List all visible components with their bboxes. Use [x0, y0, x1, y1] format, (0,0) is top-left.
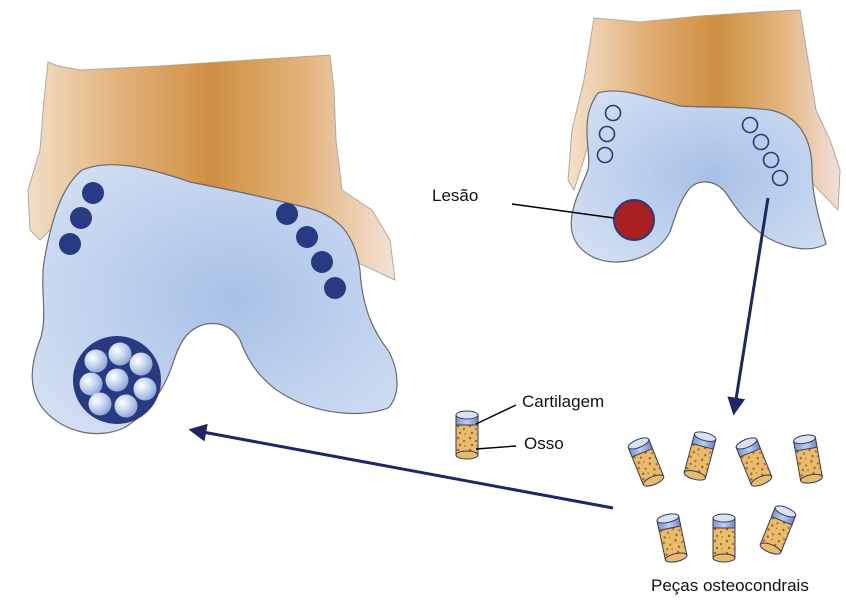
bone-label: Osso: [524, 434, 564, 454]
donor-site-plug: [296, 226, 318, 248]
donor-site-plug: [311, 251, 333, 273]
donor-site-plug: [324, 277, 346, 299]
osteochondral-pieces: [627, 430, 823, 564]
donor-site-plug: [82, 182, 104, 204]
osteochondral-piece: [735, 436, 773, 489]
osteochondral-piece: [683, 430, 717, 482]
donor-site-plug: [59, 233, 81, 255]
cartilage-pointer: [476, 405, 516, 424]
legend-plug: [456, 405, 516, 459]
donor-site-plug: [276, 203, 298, 225]
recipient-femur: [28, 55, 397, 434]
osteochondral-piece: [793, 433, 823, 484]
lesion-spot: [614, 200, 654, 240]
lesion-label: Lesão: [432, 186, 478, 206]
osteochondral-piece: [627, 436, 665, 489]
osteochondral-piece: [759, 504, 797, 557]
cartilage-label: Cartilagem: [522, 392, 604, 412]
mosaic-graft-site: [73, 336, 161, 424]
donor-site-plug: [70, 207, 92, 229]
osteochondral-piece: [713, 514, 735, 562]
osteochondral-piece: [656, 512, 687, 564]
osteochondral-pieces-label: Peças osteocondrais: [651, 576, 809, 596]
donor-femur: [512, 10, 840, 262]
harvest-arrow: [734, 198, 768, 412]
bone-pointer: [476, 446, 516, 449]
